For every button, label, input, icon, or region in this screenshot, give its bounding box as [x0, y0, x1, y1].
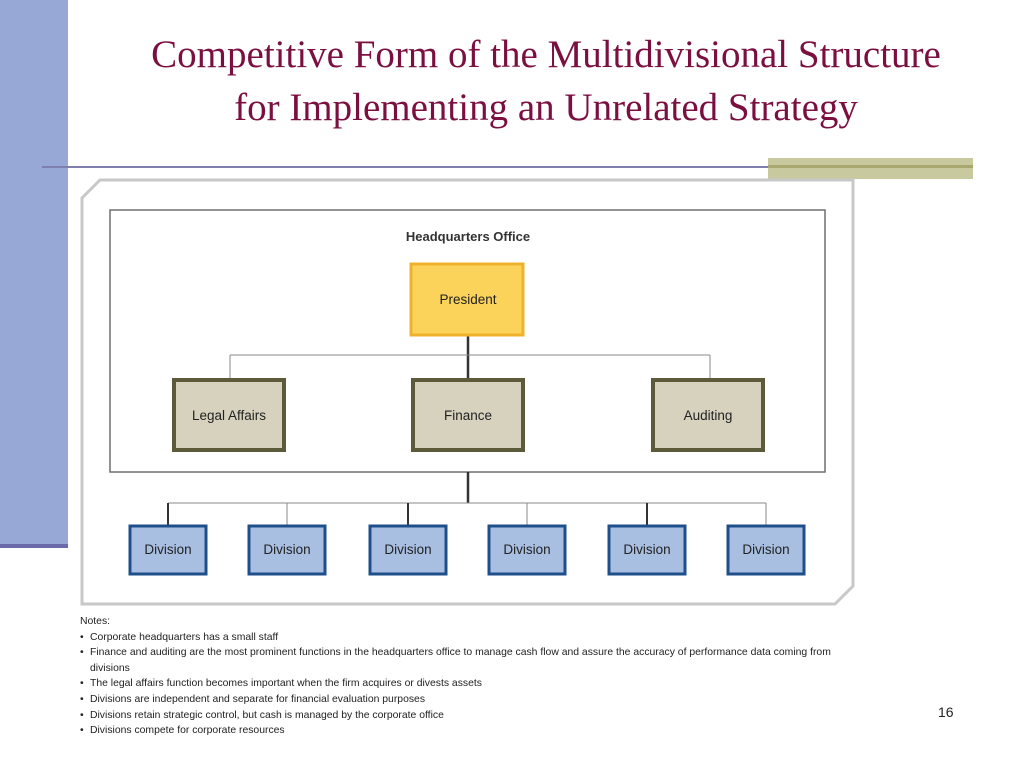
division-label-4: Division [503, 542, 550, 557]
staff-label-finance: Finance [444, 408, 492, 423]
division-box-3-rect [368, 524, 448, 576]
division-box-4-rect [487, 524, 567, 576]
accent-line [768, 165, 973, 168]
division-box-3: Division [368, 524, 448, 576]
notes-list: Corporate headquarters has a small staff… [80, 630, 870, 739]
president-box [409, 262, 525, 337]
division-box-1-rect [128, 524, 208, 576]
accent-block [768, 158, 973, 179]
staff-box-auditing-rect [651, 378, 765, 452]
note-item: Finance and auditing are the most promin… [80, 645, 870, 676]
president-label: President [439, 292, 496, 307]
division-label-1: Division [144, 542, 191, 557]
division-box-4: Division [487, 524, 567, 576]
staff-box-legal: Legal Affairs [172, 378, 286, 452]
staff-box-finance: Finance [411, 378, 525, 452]
division-label-2: Division [263, 542, 310, 557]
staff-box-auditing: Auditing [651, 378, 765, 452]
staff-box-legal-rect [172, 378, 286, 452]
note-item: Divisions compete for corporate resource… [80, 723, 870, 739]
slide-title-line-2: for Implementing an Unrelated Strategy [234, 86, 858, 129]
division-label-6: Division [742, 542, 789, 557]
division-box-6: Division [726, 524, 806, 576]
org-chart-figure: Headquarters Office President Legal Affa… [80, 178, 856, 606]
division-box-1: Division [128, 524, 208, 576]
left-decor-bar-edge [0, 544, 68, 548]
staff-box-finance-rect [411, 378, 525, 452]
connector-lines [168, 335, 766, 504]
slide-title: Competitive Form of the Multidivisional … [68, 28, 1024, 134]
staff-label-auditing: Auditing [684, 408, 733, 423]
division-label-3: Division [384, 542, 431, 557]
title-divider [42, 166, 972, 168]
division-box-2: Division [247, 524, 327, 576]
division-box-6-rect [726, 524, 806, 576]
slide-title-line-1: Competitive Form of the Multidivisional … [151, 33, 941, 76]
staff-label-legal: Legal Affairs [192, 408, 266, 423]
division-label-5: Division [623, 542, 670, 557]
headquarters-label: Headquarters Office [406, 229, 530, 244]
note-item: Corporate headquarters has a small staff [80, 630, 870, 646]
division-box-5-rect [607, 524, 687, 576]
division-box-5: Division [607, 524, 687, 576]
org-chart: Headquarters Office President Legal Affa… [80, 178, 855, 606]
division-box-2-rect [247, 524, 327, 576]
left-decor-bar [0, 0, 68, 548]
page-number: 16 [938, 704, 954, 720]
notes-heading: Notes: [80, 616, 111, 627]
note-item: The legal affairs function becomes impor… [80, 676, 870, 692]
note-item: Divisions are independent and separate f… [80, 692, 870, 708]
division-drops [167, 503, 767, 526]
notes-section: Notes: Corporate headquarters has a smal… [80, 614, 870, 739]
note-item: Divisions retain strategic control, but … [80, 708, 870, 724]
